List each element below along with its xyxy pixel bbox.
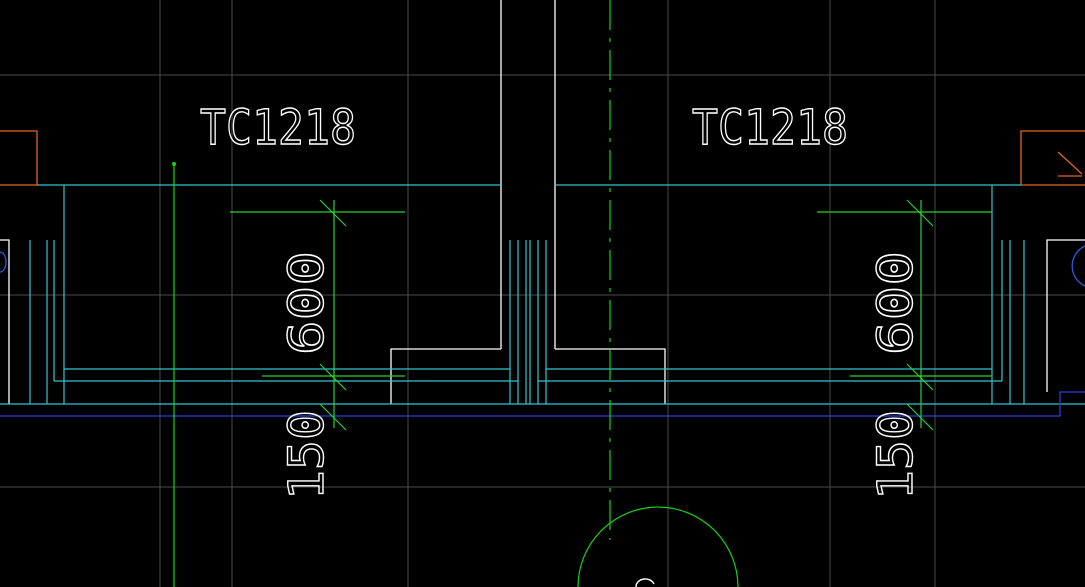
dimension-text-150-right: 150 [868,410,924,500]
column-right-orange [1020,130,1085,186]
dimension-text-150-left: 150 [279,410,335,500]
floor-line [0,391,1085,417]
column-left-orange [0,130,38,186]
window-label-right: TC1218 [692,100,848,156]
dimension-text-600-left: 600 [279,251,335,355]
wall-outlines [0,0,1085,404]
dimension-left [230,199,405,431]
window-frames [0,184,1085,405]
grid-bubble-right [1071,245,1085,287]
window-label-left: TC1218 [200,100,356,156]
axis-lines [173,0,739,587]
dimension-right [817,199,992,431]
partial-text-glyph-bottom [635,578,655,587]
axis-endpoint-marker [172,162,176,166]
dimension-text-600-right: 600 [868,251,924,355]
grid-bubble-left [0,251,7,273]
